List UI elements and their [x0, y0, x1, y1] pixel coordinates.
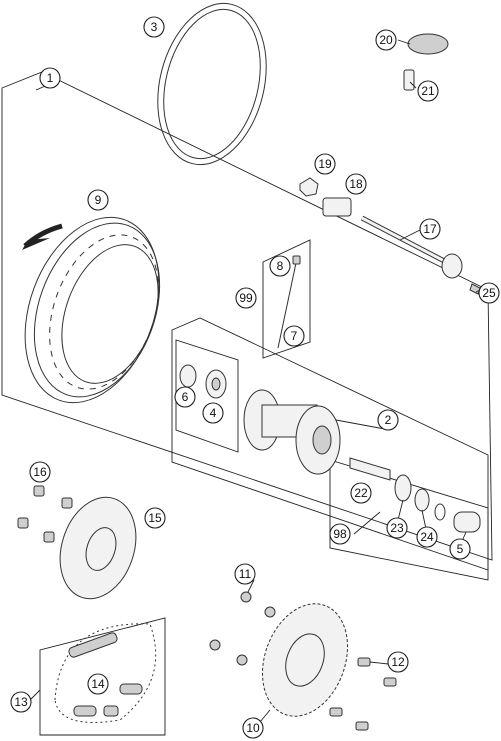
callout-7-label: 7	[291, 329, 298, 343]
callout-14-label: 14	[91, 677, 105, 691]
callout-4-label: 4	[210, 406, 217, 420]
tyre	[157, 2, 267, 166]
callout-4: 4	[202, 402, 224, 424]
brake-disc	[59, 496, 137, 600]
callout-14: 14	[87, 673, 109, 695]
rotation-arrow	[22, 223, 63, 250]
chain	[54, 623, 157, 723]
callout-25-label: 25	[482, 286, 496, 300]
callout-2: 2	[377, 409, 399, 431]
callout-12: 12	[387, 651, 409, 673]
spoke-group-frame	[262, 239, 311, 359]
leader-lines	[29, 39, 481, 723]
callout-5-label: 5	[457, 542, 464, 556]
sprocket-bolts	[329, 657, 397, 731]
rim	[24, 216, 161, 404]
wheel-assembly-frame	[1, 71, 493, 561]
callout-19: 19	[314, 153, 336, 175]
chain-group-frame	[39, 617, 166, 736]
callout-10-label: 10	[246, 721, 260, 735]
chain-adjuster	[299, 177, 352, 217]
callout-9-label: 9	[95, 193, 102, 207]
callout-20-label: 20	[379, 33, 393, 47]
callout-11: 11	[234, 563, 256, 585]
callout-24: 24	[416, 526, 438, 548]
callout-12-label: 12	[391, 655, 405, 669]
callout-98: 98	[329, 523, 351, 545]
callout-25: 25	[478, 282, 500, 304]
sprocket	[261, 603, 349, 717]
callout-16-label: 16	[33, 465, 47, 479]
callout-9: 9	[87, 189, 109, 211]
callout-20: 20	[375, 29, 397, 51]
callout-21: 21	[417, 80, 439, 102]
callout-19-label: 19	[318, 157, 332, 171]
callout-15-label: 15	[148, 511, 162, 525]
callout-18-label: 18	[349, 177, 363, 191]
callout-23-label: 23	[390, 521, 404, 535]
callout-22-label: 22	[354, 486, 368, 500]
callout-3-label: 3	[151, 20, 158, 34]
callout-13-label: 13	[14, 695, 28, 709]
callout-98-label: 98	[333, 527, 347, 541]
callout-11-label: 11	[239, 567, 252, 581]
callout-17-label: 17	[423, 222, 437, 236]
callout-1: 1	[39, 67, 61, 89]
callout-99-label: 99	[239, 291, 253, 305]
callout-18: 18	[345, 173, 367, 195]
callout-1-label: 1	[47, 71, 54, 85]
callout-7: 7	[283, 325, 305, 347]
callout-15: 15	[144, 507, 166, 529]
callout-22: 22	[350, 482, 372, 504]
sprocket-group-frame	[329, 459, 489, 581]
callout-6: 6	[174, 386, 196, 408]
callout-17: 17	[419, 218, 441, 240]
axle	[360, 215, 481, 295]
callout-21-label: 21	[421, 84, 435, 98]
sprocket-nuts	[209, 591, 276, 666]
spoke	[277, 255, 301, 349]
callout-2-label: 2	[385, 413, 392, 427]
callout-5: 5	[449, 538, 471, 560]
callout-16: 16	[29, 461, 51, 483]
callout-3: 3	[143, 16, 165, 38]
callout-10: 10	[242, 717, 264, 739]
hub	[243, 389, 341, 475]
callout-8-label: 8	[277, 259, 284, 273]
disc-bolts	[17, 485, 73, 543]
callout-8: 8	[269, 255, 291, 277]
callout-13: 13	[10, 691, 32, 713]
callout-24-label: 24	[420, 530, 434, 544]
rim-lock	[403, 33, 449, 91]
bearings	[179, 364, 227, 399]
callout-99: 99	[235, 287, 257, 309]
callout-23: 23	[386, 517, 408, 539]
callout-6-label: 6	[182, 390, 189, 404]
